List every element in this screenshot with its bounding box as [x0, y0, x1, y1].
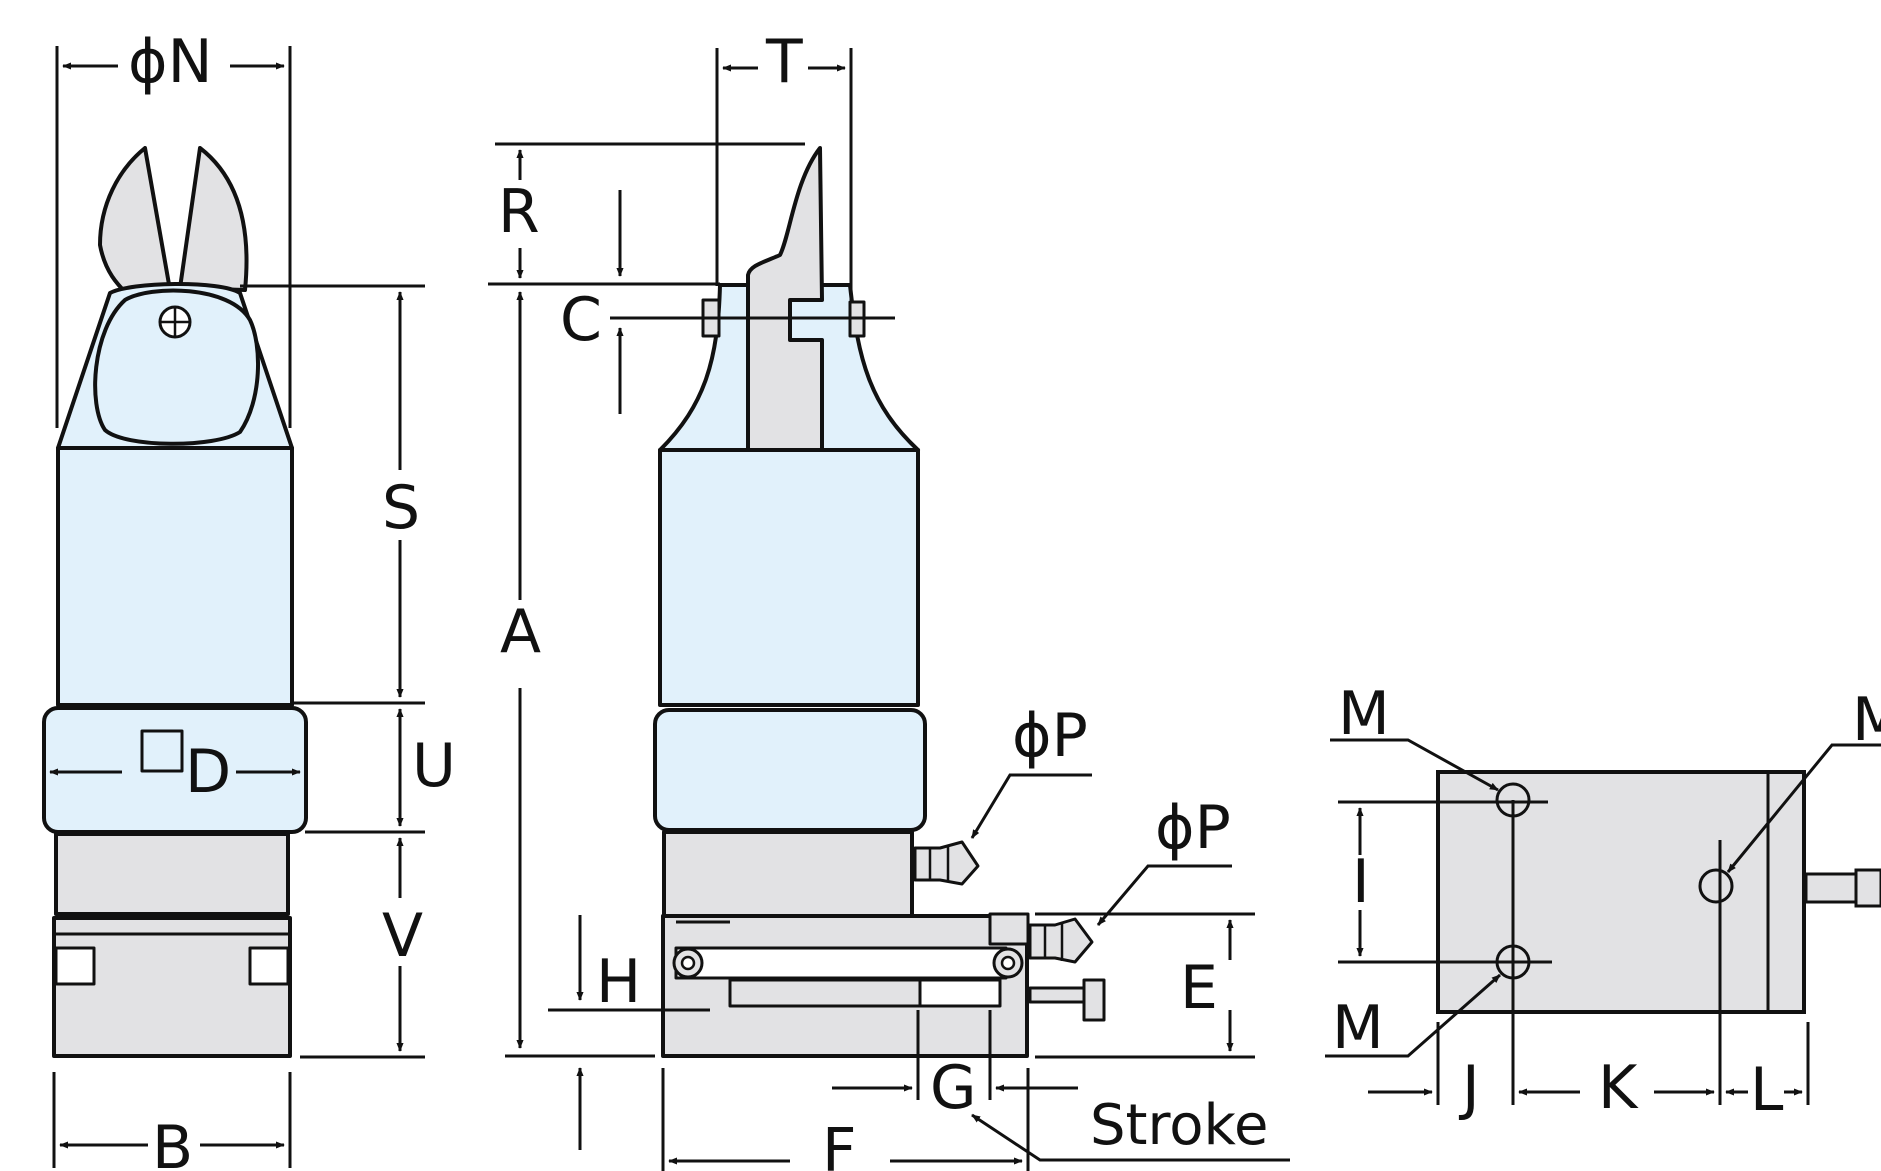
- front-base-slot-right: [248, 946, 290, 986]
- front-base-slot-left: [54, 946, 96, 986]
- label-m-top-left: M: [1338, 679, 1390, 749]
- label-r: R: [498, 177, 540, 247]
- side-dimensions: [488, 48, 1290, 1171]
- label-l: L: [1750, 1055, 1784, 1125]
- side-view: [653, 146, 1106, 1058]
- label-j: J: [1458, 1053, 1480, 1123]
- label-m-top-right: M: [1852, 685, 1881, 755]
- air-fitting-upper: [913, 840, 980, 886]
- side-collar: [653, 708, 927, 832]
- front-view: [42, 146, 308, 1058]
- side-lower-body: [662, 830, 914, 918]
- label-a: A: [500, 597, 541, 667]
- side-cylinder-body: [658, 448, 920, 707]
- stop-bolt-head: [1082, 978, 1106, 1022]
- bottom-dimensions: [1325, 738, 1881, 1105]
- label-phi-p-upper: ϕP: [1012, 701, 1088, 771]
- front-lower-body: [54, 832, 290, 916]
- label-d: D: [185, 737, 231, 807]
- mounting-hole-right: [1698, 868, 1734, 904]
- label-t: T: [765, 27, 803, 97]
- label-h: H: [596, 947, 641, 1017]
- label-k: K: [1598, 1053, 1639, 1123]
- label-phi-n: ϕN: [128, 27, 212, 97]
- label-m-bottom-left: M: [1332, 993, 1384, 1063]
- stop-bolt-stem: [1028, 986, 1088, 1004]
- label-b: B: [152, 1113, 193, 1171]
- front-cylinder-body: [56, 446, 294, 707]
- front-jaw-left: [98, 146, 172, 297]
- side-block-right: [988, 912, 1030, 946]
- label-f: F: [822, 1116, 857, 1171]
- front-square-marker: [140, 729, 184, 773]
- side-slot: [728, 978, 922, 1008]
- front-head-plate: [93, 288, 261, 446]
- label-phi-p-lower: ϕP: [1155, 793, 1231, 863]
- front-jaw-right: [178, 146, 249, 292]
- side-stroke-slot: [918, 978, 1002, 1008]
- label-i: I: [1352, 847, 1370, 917]
- label-u: U: [412, 731, 456, 801]
- label-v: V: [382, 901, 423, 971]
- label-c: C: [560, 285, 602, 355]
- front-dimensions: [49, 46, 425, 1168]
- label-g: G: [930, 1053, 977, 1123]
- bottom-bolt: [1804, 872, 1858, 904]
- label-e: E: [1180, 953, 1218, 1023]
- label-s: S: [382, 473, 420, 543]
- label-stroke: Stroke: [1090, 1093, 1268, 1158]
- front-base: [52, 916, 292, 1058]
- bottom-view: [1436, 770, 1881, 1014]
- bottom-base-plate: [1436, 770, 1806, 1014]
- dimension-labels: ϕN T R C S A U D V B ϕP ϕP H E G Stroke …: [128, 27, 1881, 1171]
- side-slide-bar: [674, 946, 1008, 980]
